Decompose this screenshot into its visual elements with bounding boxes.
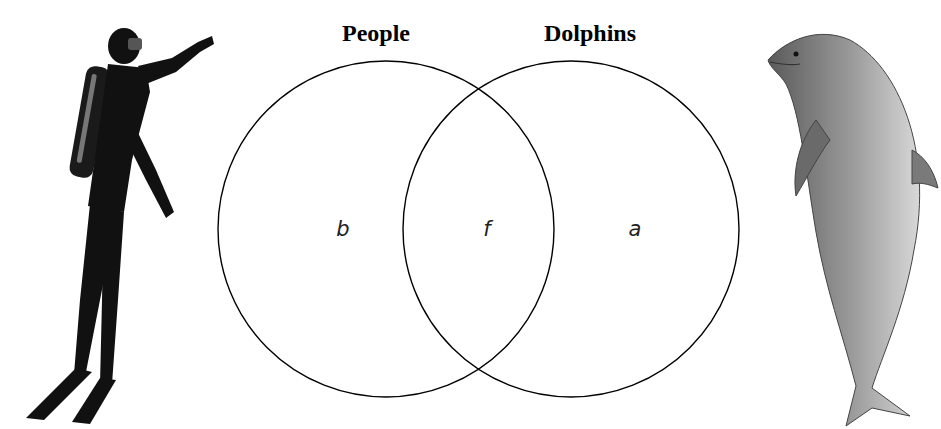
dolphin-figure — [768, 34, 938, 426]
circle-outline — [217, 60, 555, 398]
dolphins-circle: Dolphinsa — [402, 60, 740, 398]
region-letter: f — [483, 217, 490, 241]
diver-figure — [26, 28, 214, 424]
set-title: People — [342, 20, 410, 47]
region-letter: b — [336, 217, 349, 241]
set-title: Dolphins — [544, 20, 636, 47]
set-circle — [218, 61, 554, 397]
people-circle: Peopleb — [217, 60, 555, 398]
region-letter: a — [629, 217, 642, 241]
set-circle — [403, 61, 739, 397]
circle-outline — [402, 60, 740, 398]
